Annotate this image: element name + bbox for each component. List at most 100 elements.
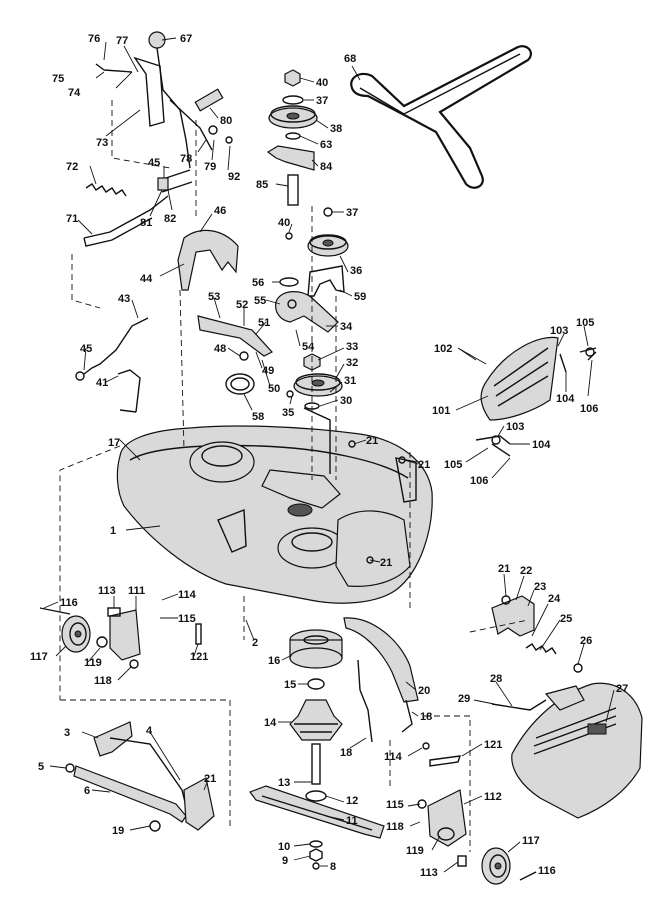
callout-37a: 37	[316, 95, 328, 107]
callout-21d: 21	[498, 563, 510, 575]
callout-27: 27	[616, 683, 628, 695]
callout-38: 38	[330, 123, 342, 135]
callout-67: 67	[180, 33, 192, 45]
assembly-reference-lines	[59, 100, 529, 852]
callout-76: 76	[88, 33, 100, 45]
callout-8: 8	[330, 861, 336, 873]
callout-16: 16	[268, 655, 280, 667]
callout-80: 80	[220, 115, 232, 127]
callout-68: 68	[344, 53, 356, 65]
spindle-pulley-right	[293, 353, 343, 410]
callout-54: 54	[302, 341, 315, 353]
callout-101: 101	[432, 405, 450, 417]
callout-37b: 37	[346, 207, 358, 219]
callout-33: 33	[346, 341, 358, 353]
callout-71: 71	[66, 213, 78, 225]
idler-pulley-upper	[266, 69, 318, 206]
callout-24: 24	[548, 593, 561, 605]
callout-5: 5	[38, 761, 44, 773]
callout-21e: 21	[204, 773, 216, 785]
blade-spindle-assembly	[289, 629, 343, 802]
gauge-wheel-left	[39, 607, 202, 669]
callout-22: 22	[520, 565, 532, 577]
callout-13: 13	[278, 777, 290, 789]
callout-10: 10	[278, 841, 290, 853]
link-rod	[83, 195, 169, 247]
callout-77: 77	[116, 35, 128, 47]
callout-45b: 45	[80, 343, 92, 355]
callout-117a: 117	[30, 651, 48, 663]
rear-lift-link	[343, 617, 419, 743]
callout-119b: 119	[406, 845, 424, 857]
callout-113b: 113	[420, 867, 438, 879]
chute-mount-bracket	[491, 595, 583, 711]
callout-75: 75	[52, 73, 64, 85]
callout-52: 52	[236, 299, 248, 311]
callout-115b: 115	[386, 799, 404, 811]
callout-29: 29	[458, 693, 470, 705]
callout-49: 49	[262, 365, 274, 377]
callout-81: 81	[140, 217, 152, 229]
callout-51: 51	[258, 317, 270, 329]
callout-105b: 105	[444, 459, 462, 471]
callout-18a: 18	[420, 711, 432, 723]
callout-21c: 21	[380, 557, 392, 569]
callout-48: 48	[214, 343, 226, 355]
callout-118b: 118	[386, 821, 404, 833]
callout-28: 28	[490, 673, 502, 685]
callout-21a: 21	[366, 435, 378, 447]
callout-84: 84	[320, 161, 333, 173]
idler-arm	[275, 291, 339, 333]
callout-20: 20	[418, 685, 430, 697]
callout-17: 17	[108, 437, 120, 449]
callout-113a: 113	[98, 585, 116, 597]
callout-85: 85	[256, 179, 268, 191]
callout-92: 92	[228, 171, 240, 183]
belt-guard	[177, 229, 239, 291]
discharge-deflector	[475, 336, 597, 457]
callout-82: 82	[164, 213, 176, 225]
callout-14: 14	[264, 717, 277, 729]
tension-spring-bracket	[197, 315, 273, 395]
spring-and-link	[85, 169, 193, 197]
callout-74: 74	[68, 87, 81, 99]
callout-40b: 40	[278, 217, 290, 229]
callout-114b: 114	[384, 751, 403, 763]
callout-104a: 104	[556, 393, 575, 405]
callout-36: 36	[350, 265, 362, 277]
callout-31: 31	[344, 375, 356, 387]
callout-115a: 115	[178, 613, 196, 625]
callout-58: 58	[252, 411, 264, 423]
callout-79: 79	[204, 161, 216, 173]
callout-73: 73	[96, 137, 108, 149]
callout-72: 72	[66, 161, 78, 173]
callout-44: 44	[140, 273, 153, 285]
callout-15: 15	[284, 679, 296, 691]
callout-53: 53	[208, 291, 220, 303]
callout-18b: 18	[340, 747, 352, 759]
callout-111: 111	[128, 585, 145, 597]
callout-labels: 76 77 67 75 74 73 80 78 79 92 72 45 81 8…	[30, 33, 628, 879]
callout-11: 11	[346, 815, 358, 827]
callout-116b: 116	[538, 865, 556, 877]
callout-26: 26	[580, 635, 592, 647]
callout-43: 43	[118, 293, 130, 305]
lift-lever-assembly	[95, 31, 233, 169]
mower-deck-housing	[116, 425, 433, 604]
callout-56: 56	[252, 277, 264, 289]
callout-78: 78	[180, 153, 192, 165]
front-hanger-bracket	[65, 721, 215, 832]
callout-63: 63	[320, 139, 332, 151]
callout-32: 32	[346, 357, 358, 369]
callout-104b: 104	[532, 439, 551, 451]
callout-6: 6	[84, 785, 90, 797]
callout-121b: 121	[484, 739, 502, 751]
gauge-wheel-right	[417, 742, 537, 885]
callout-55: 55	[254, 295, 266, 307]
callout-45a: 45	[148, 157, 160, 169]
callout-116a: 116	[60, 597, 78, 609]
callout-112: 112	[484, 791, 502, 803]
callout-35: 35	[282, 407, 294, 419]
callout-41: 41	[96, 377, 108, 389]
